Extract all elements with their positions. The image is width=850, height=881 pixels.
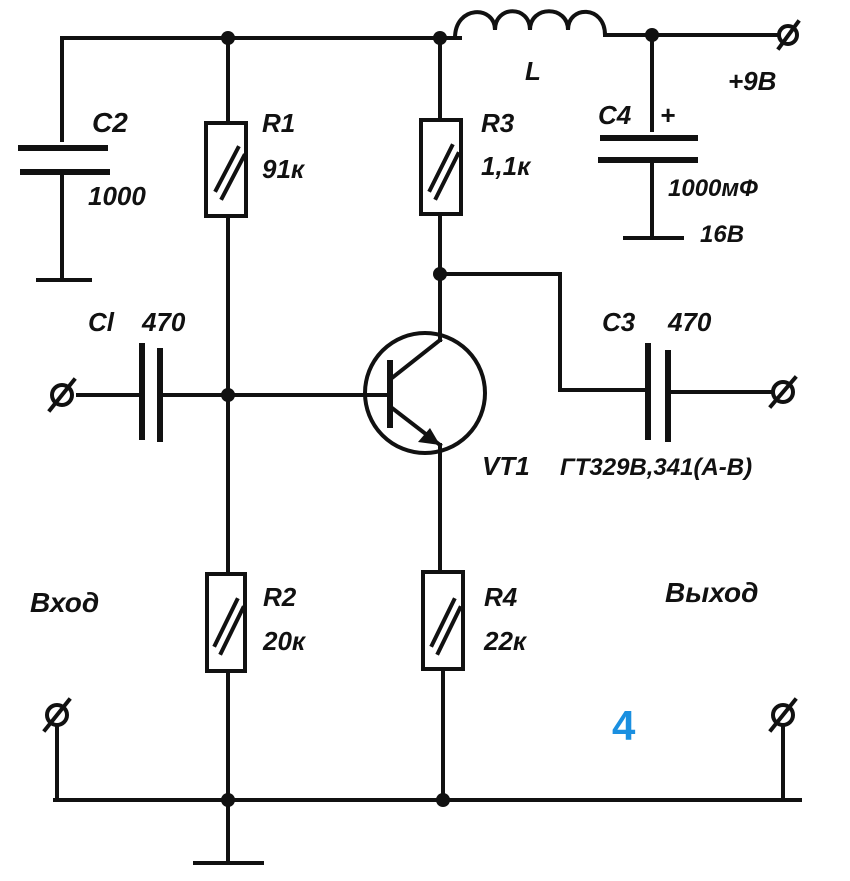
- supply-label: +9В: [728, 66, 776, 96]
- resistor-r3: [419, 118, 463, 216]
- capacitor-c2: [18, 36, 110, 282]
- collector-to-c3-wire: [438, 272, 647, 392]
- c3-value: 470: [667, 307, 712, 337]
- c2-label: C2: [92, 107, 128, 138]
- vt1-label: VT1: [482, 451, 530, 481]
- r4-label: R4: [484, 582, 518, 612]
- c3-label: C3: [602, 307, 636, 337]
- output-label: Выход: [665, 577, 758, 608]
- r3-value: 1,1к: [481, 151, 532, 181]
- junction-dot: [221, 388, 235, 402]
- c4-voltage: 16В: [700, 221, 744, 248]
- output-ground-terminal: [768, 697, 798, 733]
- l-label: L: [525, 56, 541, 86]
- output-terminal: [768, 375, 798, 409]
- capacitor-c3: [645, 343, 671, 442]
- c1-value: 470: [141, 307, 186, 337]
- resistor-r2: [205, 572, 247, 673]
- r1-value: 91к: [262, 154, 306, 184]
- c4-plus: +: [660, 100, 675, 130]
- junction-dot: [221, 793, 235, 807]
- r3-label: R3: [481, 108, 515, 138]
- input-ground-terminal: [42, 697, 72, 733]
- vt1-type: ГТ329В,341(А-В): [560, 454, 752, 481]
- junction-dot: [433, 31, 447, 45]
- junction-dot: [433, 267, 447, 281]
- capacitor-c1: [139, 343, 163, 442]
- resistor-r4: [421, 570, 465, 671]
- input-terminal: [47, 377, 77, 413]
- r2-label: R2: [263, 582, 297, 612]
- c4-label: C4: [598, 100, 632, 130]
- resistor-r1: [204, 121, 248, 218]
- c2-value: 1000: [88, 181, 146, 211]
- r1-label: R1: [262, 108, 295, 138]
- r4-value: 22к: [483, 626, 528, 656]
- c1-label: Cl: [88, 307, 115, 337]
- junction-dot: [645, 28, 659, 42]
- inductor-l: [452, 9, 608, 41]
- supply-terminal: [776, 19, 801, 51]
- figure-number: 4: [612, 702, 636, 749]
- r2-value: 20к: [262, 626, 307, 656]
- c4-value: 1000мФ: [668, 175, 758, 202]
- junction-dot: [436, 793, 450, 807]
- input-label: Вход: [30, 587, 99, 618]
- junction-dot: [221, 31, 235, 45]
- capacitor-c4: [598, 135, 698, 240]
